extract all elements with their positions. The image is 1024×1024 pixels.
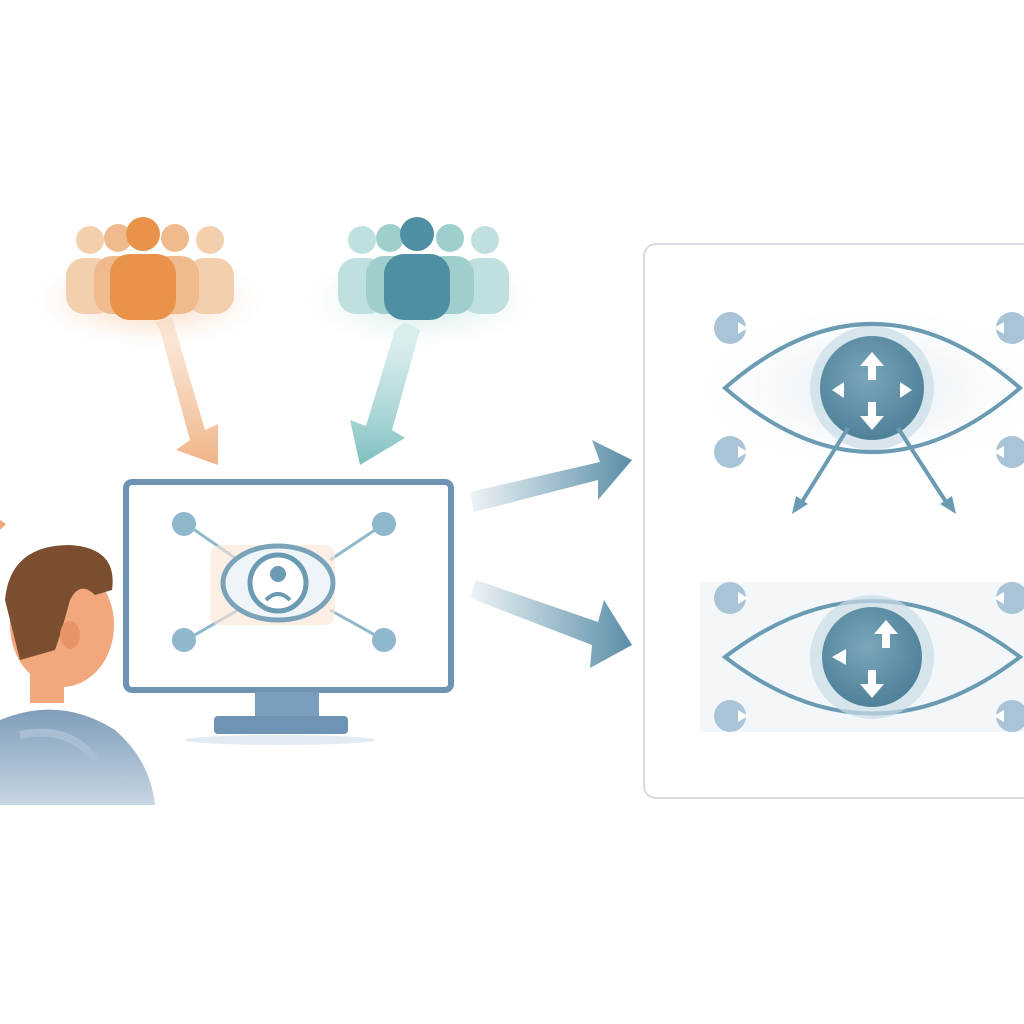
- arrow-monitor-to-top-eye: [470, 440, 632, 512]
- monitor-icon: [123, 479, 454, 745]
- orange-people-group-icon: [35, 217, 265, 348]
- teal-people-group-icon: [305, 217, 535, 348]
- person-viewing-screen-icon: [0, 520, 155, 805]
- eye-with-directional-arrows-icon: [702, 308, 1024, 514]
- arrow-orange-to-monitor: [155, 318, 218, 465]
- sad-face-eye-icon: [210, 543, 336, 625]
- arrow-monitor-to-bottom-eye: [470, 580, 632, 668]
- eye-with-directional-arrows-icon-bottom: [700, 582, 1024, 732]
- arrow-teal-to-monitor: [350, 322, 420, 465]
